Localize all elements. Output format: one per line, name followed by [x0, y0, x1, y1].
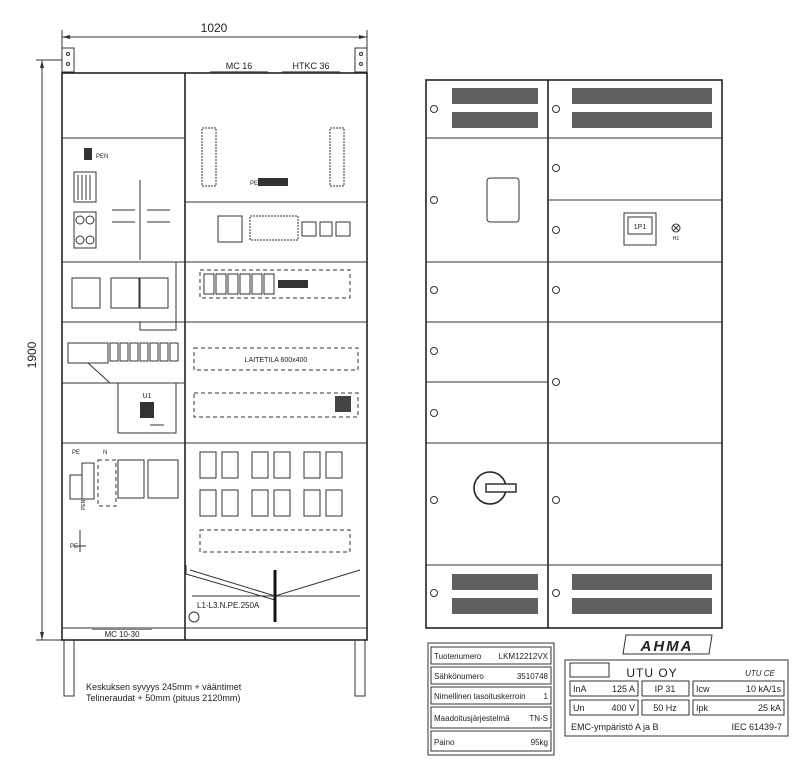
cell-value: 25 kA	[758, 703, 781, 713]
cell-label: InA	[573, 684, 587, 694]
door-locks	[430, 105, 560, 597]
meter-label: 1P1	[634, 224, 647, 231]
label-htkc36: HTKC 36	[292, 61, 329, 71]
height-value: 1900	[25, 341, 39, 368]
row-value: LKM12212VX	[499, 652, 549, 661]
label-mc10-30: MC 10-30	[104, 630, 140, 639]
busbar-label: L1-L3.N.PE.250A	[197, 601, 260, 610]
cell-value: IP 31	[655, 684, 676, 694]
note-rails: Telineraudat + 50mm (pituus 2120mm)	[86, 693, 240, 703]
u1-label: U1	[143, 393, 152, 400]
cell-label: Un	[573, 703, 585, 713]
row-label: Maadoitusjärjestelmä	[434, 714, 510, 723]
row-label: Tuotenumero	[434, 652, 482, 661]
nameplate: AHMA UTU OY UTU CE InA 125 A IP 31 Icw 1…	[564, 634, 789, 737]
ground-icon	[188, 611, 200, 623]
main-switch-handle	[473, 471, 517, 505]
pen-label-top: PEN	[96, 154, 108, 160]
cell-value: 50 Hz	[653, 703, 677, 713]
front-view: 1P1 H1	[425, 79, 723, 629]
cell-label: Ipk	[696, 703, 709, 713]
width-value: 1020	[201, 21, 228, 35]
brand-logo: AHMA	[640, 638, 694, 655]
cell-value: 400 V	[611, 703, 635, 713]
device-area	[193, 347, 359, 371]
row-value: 95kg	[531, 738, 548, 747]
row-label: Nimellinen tasoituskerroin	[434, 692, 526, 701]
label-mc16: MC 16	[226, 61, 253, 71]
indicator-lamp-icon	[671, 223, 681, 233]
ventilation-grilles	[452, 88, 712, 614]
pen-label-bottom: PEN	[81, 499, 87, 510]
note-depth: Keskuksen syvyys 245mm + vääntimet	[86, 682, 242, 692]
row-label: Paino	[434, 738, 455, 747]
width-dimension: 1020	[61, 21, 368, 72]
row-label: Sähkönumero	[434, 672, 484, 681]
row-value: TN-S	[529, 714, 548, 723]
interior-view: 1020 1900 MC 16 HTKC 36	[25, 21, 368, 703]
cell-label: Icw	[696, 684, 710, 694]
standard-label: IEC 61439-7	[731, 722, 782, 732]
n-label: N	[103, 450, 107, 456]
row-value: 1	[544, 692, 549, 701]
cell-value: 125 A	[612, 684, 635, 694]
row-value: 3510748	[517, 672, 549, 681]
device-area-label: LAITETILA 600x400	[245, 357, 308, 364]
height-dimension: 1900	[25, 59, 62, 641]
certification-marks: UTU CE	[745, 669, 775, 678]
pe-busbar-label: PE	[250, 181, 258, 187]
pe-label-ground: PE	[70, 544, 78, 550]
product-table: Tuotenumero LKM12212VX Sähkönumero 35107…	[427, 642, 555, 756]
lamp-label: H1	[673, 236, 680, 242]
meter-1p1	[623, 212, 657, 246]
cell-value: 10 kA/1s	[746, 684, 782, 694]
meter-window	[486, 177, 520, 223]
emc-label: EMC-ympäristö A ja B	[571, 722, 659, 732]
company-name: UTU OY	[626, 666, 677, 680]
pe-label: PE	[72, 450, 80, 456]
